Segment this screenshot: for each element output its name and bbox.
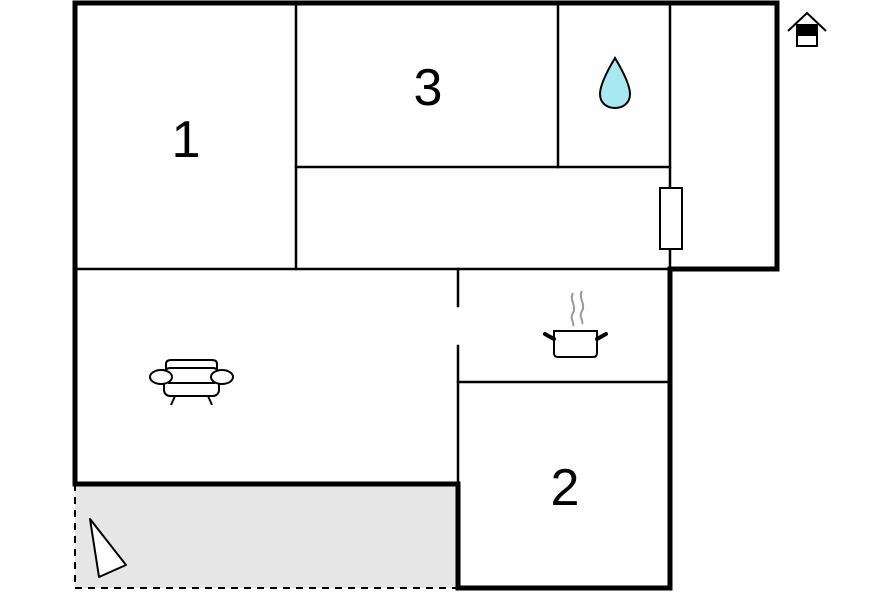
compass-triangle-icon [89,518,127,578]
terrace-area [74,484,458,589]
exterior-walls [72,0,780,591]
water-drop-icon [598,56,632,110]
interior-walls [73,1,672,486]
sofa-icon [149,359,234,406]
room-label-2: 2 [551,459,580,517]
cooking-pot-icon [543,290,608,358]
house-icon [787,11,827,47]
room-label-1: 1 [172,111,201,169]
room-label-3: 3 [414,59,443,117]
door-panel [659,187,683,250]
